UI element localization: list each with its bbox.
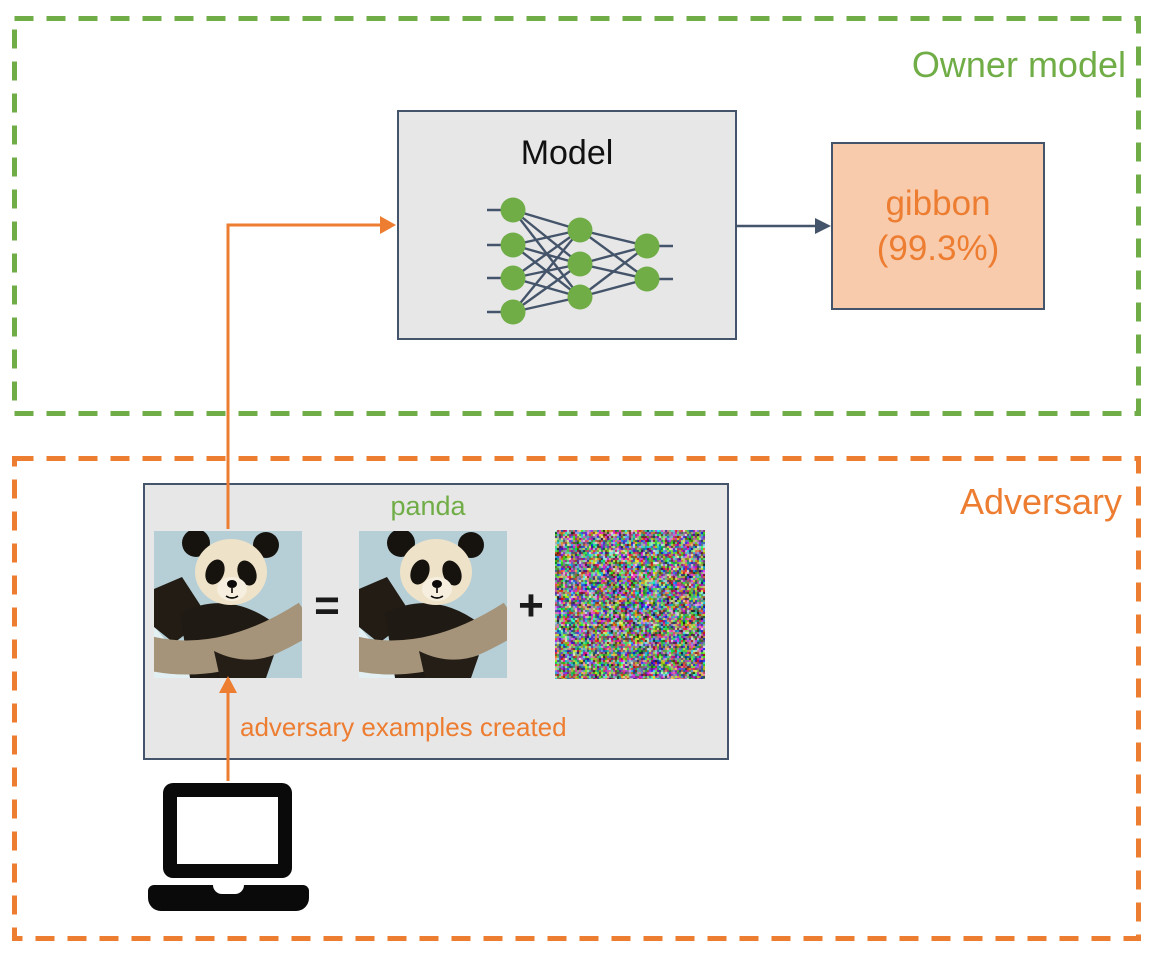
noise-image bbox=[555, 530, 705, 679]
adversary-caption: adversary examples created bbox=[240, 712, 567, 743]
laptop-notch bbox=[213, 885, 244, 894]
true-class-label: panda bbox=[145, 491, 711, 522]
prediction-box: gibbon (99.3%) bbox=[831, 142, 1045, 310]
prediction-confidence: (99.3%) bbox=[877, 226, 1000, 271]
adversarial-panda-image bbox=[154, 531, 302, 678]
equals-sign: = bbox=[302, 578, 352, 634]
model-output-arrow bbox=[737, 218, 831, 234]
laptop-icon bbox=[148, 783, 309, 911]
model-box: Model bbox=[397, 110, 737, 340]
laptop-screen bbox=[163, 783, 292, 878]
plus-sign: + bbox=[506, 578, 556, 634]
owner-zone-label: Owner model bbox=[912, 45, 1126, 85]
adversary-panel: panda = + adversary examples created bbox=[143, 483, 729, 760]
adversary-zone-label: Adversary bbox=[960, 482, 1122, 522]
neural-network-icon bbox=[399, 112, 739, 342]
panda-image bbox=[359, 531, 507, 678]
noise-canvas bbox=[555, 530, 705, 679]
prediction-class: gibbon bbox=[885, 181, 990, 226]
